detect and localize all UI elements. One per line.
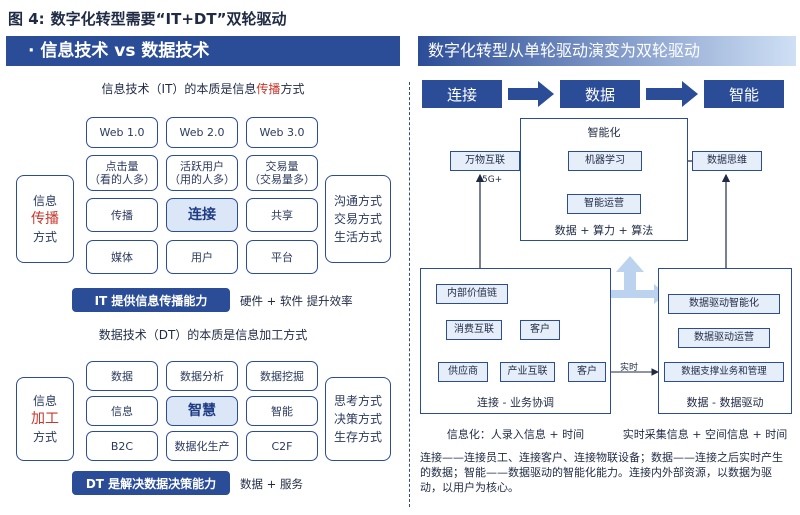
supplier-node: 供应商 [438, 362, 488, 382]
dt-cell-c2f: C2F [246, 431, 318, 461]
it-capability-bar: IT 提供信息传播能力 [72, 288, 230, 312]
dt-side-left: 信息 加工 方式 [16, 377, 74, 461]
dt-side-right: 思考方式 决策方式 生存方式 [325, 377, 391, 461]
dt-capability-note: 数据 + 服务 [240, 477, 303, 491]
stage-arrow-1 [508, 81, 554, 107]
data-driven-intelligence-node: 数据驱动智能化 [668, 294, 780, 314]
it-subtitle: 信息技术（IT）的本质是信息传播方式 [101, 82, 305, 96]
data-drive-caption: 数据 - 数据驱动 [686, 396, 764, 409]
it-side-right: 沟通方式 交易方式 生活方式 [325, 175, 391, 263]
figure-title-text: 数字化转型需要“IT+DT”双轮驱动 [50, 10, 287, 28]
stage-arrow-2 [646, 81, 698, 107]
it-cell-share: 共享 [246, 198, 318, 232]
realtime-collection-caption: 实时采集信息 + 空间信息 + 时间 [622, 428, 788, 441]
it-cell-platform: 平台 [246, 240, 318, 274]
intelligence-formula: 数据 + 算力 + 算法 [554, 224, 654, 237]
intelligence-title: 智能化 [587, 126, 621, 139]
iot-node: 万物互联 [450, 151, 520, 171]
figure-title: 图 4: 数字化转型需要“IT+DT”双轮驱动 [8, 8, 286, 29]
it-cell-clicks: 点击量 （看的人多） [86, 155, 158, 191]
it-side-left: 信息 传播 方式 [16, 175, 74, 263]
internal-value-chain-node: 内部价值链 [436, 284, 508, 304]
dt-cell-intelligence: 智能 [246, 396, 318, 426]
it-cell-active-users: 活跃用户 （用的人多） [166, 155, 238, 191]
data-thinking-node: 数据思维 [692, 151, 762, 171]
dt-cell-b2c: B2C [86, 431, 158, 461]
it-cell-web2: Web 2.0 [166, 117, 238, 148]
it-cell-spread: 传播 [86, 198, 158, 232]
industrial-internet-node: 产业互联 [500, 362, 555, 382]
data-driven-operation-node: 数据驱动运营 [678, 328, 770, 348]
smart-operation-node: 智能运营 [567, 194, 641, 214]
it-cell-web1: Web 1.0 [86, 117, 158, 148]
dt-cell-wisdom: 智慧 [166, 396, 238, 426]
it-cell-media: 媒体 [86, 240, 158, 274]
center-horizontal-arrow [598, 284, 666, 304]
dt-cell-mining: 数据挖掘 [246, 361, 318, 391]
dt-capability-bar: DT 是解决数据决策能力 [72, 471, 230, 495]
it-capability-note: 硬件 + 软件 提升效率 [240, 294, 353, 308]
consumer-internet-node: 消费互联 [446, 320, 502, 340]
right-banner: 数字化转型从单轮驱动演变为双轮驱动 [418, 36, 796, 66]
it-cell-user: 用户 [166, 240, 238, 274]
5g-tag: 5G+ [482, 175, 503, 185]
data-support-node: 数据支撑业务和管理 [664, 362, 784, 382]
it-cell-trade-volume: 交易量 （交易量多） [246, 155, 318, 191]
dt-cell-info: 信息 [86, 396, 158, 426]
stage-intelligence: 智能 [704, 80, 784, 108]
left-banner: · 信息技术 vs 数据技术 [6, 36, 400, 66]
stage-data: 数据 [560, 80, 640, 108]
footnote: 连接——连接员工、连接客户、连接物联设备；数据——连接之后实时产生的数据；智能—… [420, 451, 783, 494]
intelligence-box [520, 118, 688, 241]
dt-cell-analysis: 数据分析 [166, 361, 238, 391]
section-divider [409, 82, 410, 507]
customer-node-2: 客户 [568, 362, 606, 382]
dt-cell-data-production: 数据化生产 [166, 431, 238, 461]
realtime-label: 实时 [620, 363, 639, 373]
connect-box-caption: 连接 - 业务协调 [477, 396, 554, 409]
it-cell-connect: 连接 [166, 198, 238, 232]
dt-subtitle: 数据技术（DT）的本质是信息加工方式 [98, 328, 308, 342]
it-cell-web3: Web 3.0 [246, 117, 318, 148]
customer-node-1: 客户 [520, 320, 560, 340]
machine-learning-node: 机器学习 [568, 151, 642, 171]
center-up-arrow [616, 256, 644, 292]
dt-cell-data: 数据 [86, 361, 158, 391]
stage-connect: 连接 [422, 80, 502, 108]
figure-label: 图 4: [8, 10, 45, 28]
informatization-caption: 信息化：人录入信息 + 时间 [446, 428, 585, 441]
